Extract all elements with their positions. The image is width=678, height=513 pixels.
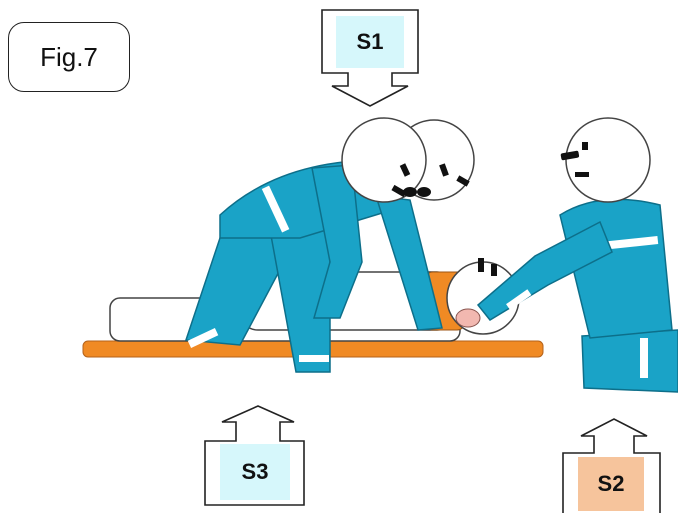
figure-label: Fig.7	[8, 22, 130, 92]
s2-label: S2	[578, 457, 644, 511]
s1-label: S1	[336, 16, 404, 68]
s3-label: S3	[220, 444, 290, 500]
